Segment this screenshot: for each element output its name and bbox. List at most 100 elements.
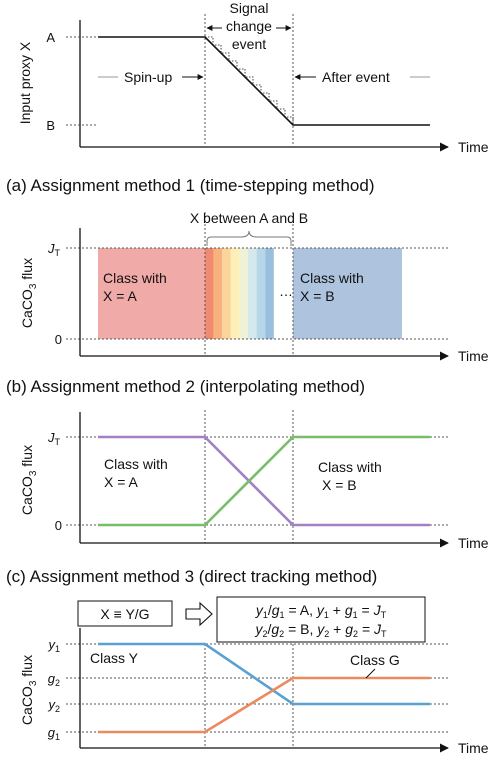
panel-a: (a) Assignment method 1 (time-stepping m… (6, 176, 489, 364)
eq1-s4: 1 (353, 610, 358, 620)
panel-a-y-label: CaCO3 flux (19, 258, 39, 328)
tick-b-label: B (46, 118, 55, 133)
eq2-s4: 2 (353, 629, 358, 639)
eq1-y2: y (316, 602, 325, 618)
panel-b-y-label-pre: CaCO (19, 476, 35, 515)
panel-a-tick-jt: JT (47, 241, 61, 258)
eq1-s1: 1 (263, 610, 268, 620)
class-a-label-2: X = A (103, 288, 138, 304)
class-y-flux-line (98, 642, 430, 706)
tick-g2-sub: 2 (55, 678, 60, 688)
panel-b-time-label: Time (458, 535, 489, 551)
tick-y2-sub: 2 (55, 704, 60, 714)
proxy-signal-steps (205, 36, 294, 124)
class-g-leader (365, 668, 376, 679)
equation-box (216, 596, 426, 643)
eq2-jt: T (381, 629, 387, 639)
panel-c-tick-y1: y1 (47, 637, 60, 654)
tick-a-label: A (46, 30, 55, 45)
eq1-j: J (373, 602, 382, 618)
panel-b-title: (b) Assignment method 2 (interpolating m… (6, 377, 365, 396)
between-label: X between A and B (190, 210, 308, 226)
panel-c: (c) Assignment method 3 (direct tracking… (6, 567, 489, 756)
panel-a-time-label: Time (458, 348, 489, 364)
class-b-label-1: Class with (300, 270, 364, 286)
transition-band (222, 248, 231, 339)
transition-band (230, 248, 240, 339)
panel-a-y-label-post: flux (19, 258, 35, 284)
eq2-g: g (271, 621, 279, 637)
transition-band (265, 248, 274, 339)
top-panel: Time Input proxy X A B Signal change eve… (17, 0, 489, 155)
spinup-label: Spin-up (124, 69, 172, 85)
eq1-jt: T (381, 610, 387, 620)
panel-c-y-label-pre: CaCO (19, 686, 35, 725)
eq2-g2: g (345, 621, 353, 637)
class-g-label: Class G (350, 652, 400, 668)
panel-a-tick-jt-sub: T (55, 248, 61, 258)
implies-arrow-icon (185, 601, 213, 627)
eq1-eq: = (358, 602, 374, 618)
panel-b-class-a-label-2: X = A (104, 474, 139, 490)
tick-y1-sub: 1 (55, 644, 60, 654)
transition-band (205, 248, 214, 339)
eq2-y2: y (316, 621, 325, 637)
panel-b-tick-jt-main: J (47, 430, 55, 445)
panel-a-tick-jt-main: J (47, 241, 55, 256)
eq2-eq: = (358, 621, 374, 637)
eq2-j: J (373, 621, 382, 637)
class-b-flux-line (98, 435, 430, 527)
tick-g1-sub: 1 (55, 732, 60, 742)
panel-c-time-label: Time (458, 740, 489, 756)
class-y-label: Class Y (90, 650, 139, 666)
eq2-s1: 2 (262, 629, 267, 639)
panel-c-title: (c) Assignment method 3 (direct tracking… (6, 567, 377, 586)
panel-c-tick-y2: y2 (47, 697, 60, 714)
panel-b-tick-jt: JT (47, 430, 61, 447)
class-b-block (293, 248, 402, 339)
between-brace (206, 230, 292, 246)
panel-c-y-label-sub: 3 (28, 680, 39, 686)
panel-a-title: (a) Assignment method 1 (time-stepping m… (6, 176, 375, 195)
panel-b-y-label-sub: 3 (28, 470, 39, 476)
eq2-rest-a: = B, (284, 621, 317, 637)
eq1-g2: g (345, 602, 353, 618)
tick-g2-main: g (48, 671, 56, 686)
panel-b-class-a-label-1: Class with (104, 456, 168, 472)
class-g-flux-line (98, 676, 430, 734)
eq2-s2: 2 (279, 629, 284, 639)
class-a-label-1: Class with (103, 270, 167, 286)
equation-line-2: y2/g2 = B, y2 + g2 = JT (254, 621, 387, 639)
eq1-y: y (255, 602, 264, 618)
panel-a-tick-zero: 0 (55, 332, 62, 347)
eq2-plus: + (329, 621, 345, 637)
proxy-signal-line (98, 36, 430, 126)
panel-b-tick-jt-sub: T (55, 437, 61, 447)
panel-c-y-label: CaCO3 flux (19, 655, 39, 725)
transition-bands (205, 248, 274, 339)
event-label-line2: change (226, 18, 272, 34)
panel-b-class-b-label-2: X = B (322, 477, 357, 493)
eq1-s3: 1 (324, 610, 329, 620)
panel-b-class-b-label-1: Class with (318, 459, 382, 475)
top-time-label: Time (458, 139, 489, 155)
panel-c-y-label-post: flux (19, 655, 35, 681)
transition-band (248, 248, 257, 339)
panel-b-tick-zero: 0 (55, 518, 62, 533)
eq1-rest-a: = A, (285, 602, 317, 618)
panel-b-y-label-post: flux (19, 445, 35, 471)
eq1-slash: / (268, 602, 272, 618)
definition-text: X ≡ Y/G (100, 606, 149, 622)
eq1-s2: 1 (280, 610, 285, 620)
tick-g1-main: g (48, 725, 56, 740)
panel-a-y-label-pre: CaCO (19, 289, 35, 328)
tick-y2-main: y (47, 697, 56, 712)
eq2-s3: 2 (324, 629, 329, 639)
after-event-label: After event (322, 69, 390, 85)
definition-box (77, 600, 173, 627)
ellipsis-dots: … (279, 283, 293, 299)
transition-band (256, 248, 266, 339)
equation-line-1: y1/g1 = A, y1 + g1 = JT (255, 602, 387, 620)
panel-b-y-label: CaCO3 flux (19, 445, 39, 515)
